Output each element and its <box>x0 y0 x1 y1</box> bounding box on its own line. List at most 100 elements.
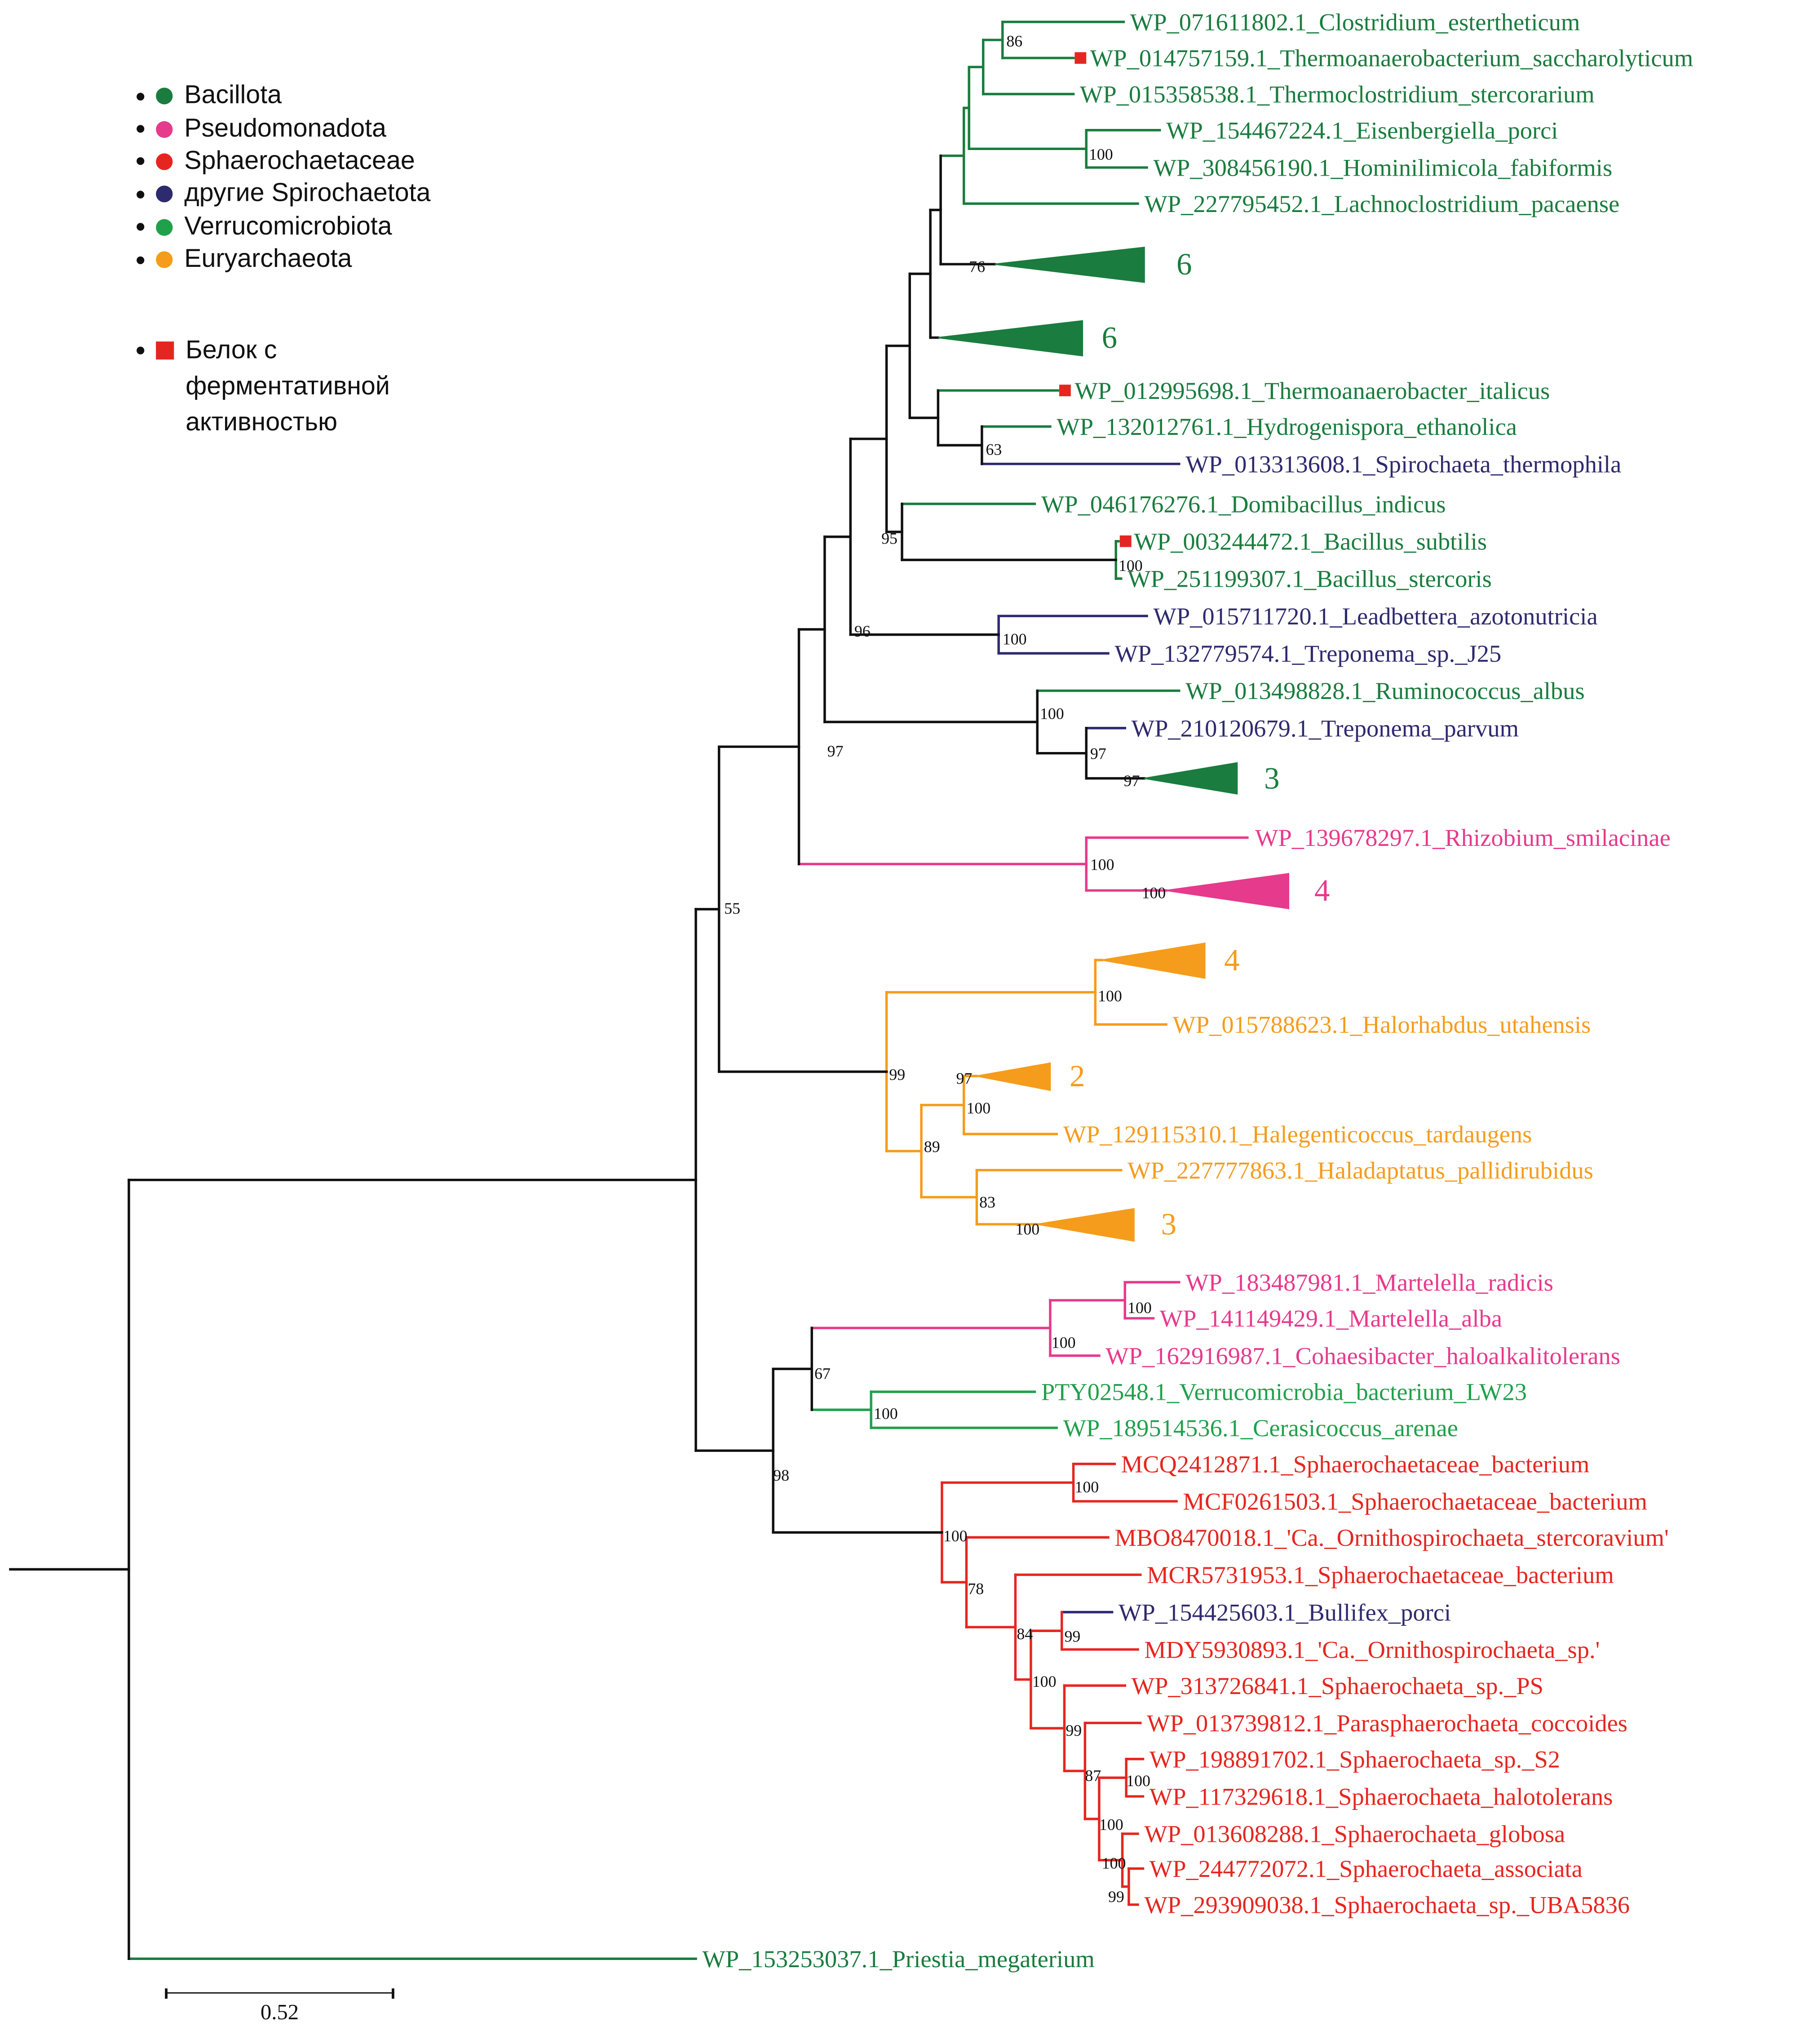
bootstrap-value: 95 <box>881 530 898 548</box>
bootstrap-value: 100 <box>1015 1220 1039 1238</box>
bullet-icon <box>137 125 145 133</box>
enzyme-marker-icon <box>1119 535 1132 547</box>
bootstrap-value: 89 <box>924 1138 940 1156</box>
taxon-label: WP_132012761.1_Hydrogenispora_ethanolica <box>1057 413 1517 440</box>
bootstrap-value: 96 <box>854 622 871 640</box>
taxon-label: WP_308456190.1_Hominilimicola_fabiformis <box>1153 154 1612 181</box>
taxon-label: WP_013313608.1_Spirochaeta_thermophila <box>1185 450 1621 478</box>
enzyme-marker-legend-icon <box>156 341 174 360</box>
taxon-label: WP_015358538.1_Thermoclostridium_stercor… <box>1080 80 1595 108</box>
bootstrap-value: 99 <box>1064 1628 1080 1646</box>
bullet-icon <box>137 158 145 166</box>
bootstrap-value: 98 <box>773 1466 789 1484</box>
bootstrap-value: 100 <box>1003 630 1027 648</box>
collapsed-clade-count: 4 <box>1224 943 1239 977</box>
collapsed-clade-count: 4 <box>1314 873 1330 907</box>
taxon-label: WP_189514536.1_Cerasicoccus_arenae <box>1063 1414 1458 1442</box>
legend-item: Bacillota <box>137 80 430 113</box>
taxonomy-legend: Bacillota Pseudomonadota Sphaerochaetace… <box>137 80 431 276</box>
taxon-label: WP_293909038.1_Sphaerochaeta_sp._UBA5836 <box>1144 1891 1630 1918</box>
bullet-icon <box>137 92 145 100</box>
scale-bar-label: 0.52 <box>260 2000 299 2025</box>
bootstrap-value: 100 <box>1102 1854 1126 1872</box>
legend-item: другие Spirochaetota <box>137 178 431 211</box>
taxon-label: WP_071611802.1_Clostridium_estertheticum <box>1130 8 1580 35</box>
bootstrap-value: 100 <box>1089 146 1113 164</box>
taxon-label: WP_244772072.1_Sphaerochaeta_associata <box>1150 1855 1583 1882</box>
enzyme-legend-text: Белок с ферментативной активностью <box>186 332 390 441</box>
legend-label: Euryarchaeota <box>184 245 352 274</box>
taxon-label: WP_003244472.1_Bacillus_subtilis <box>1134 527 1487 555</box>
legend-color-dot-icon <box>156 120 173 137</box>
taxon-label: WP_154467224.1_Eisenbergiella_porci <box>1166 116 1558 144</box>
bootstrap-value: 78 <box>968 1579 984 1597</box>
taxon-label: WP_117329618.1_Sphaerochaeta_halotoleran… <box>1150 1783 1613 1810</box>
taxon-label: WP_013739812.1_Parasphaerochaeta_coccoid… <box>1147 1709 1627 1737</box>
scale-bar-line <box>165 1988 394 1999</box>
bootstrap-value: 100 <box>1099 1815 1123 1833</box>
legend-item: Verrucomicrobiota <box>137 211 430 243</box>
legend-label: Sphaerochaetaceae <box>184 146 415 176</box>
legend-label: Pseudomonadota <box>184 114 386 143</box>
taxon-label: WP_014757159.1_Thermoanaerobacterium_sac… <box>1090 44 1693 72</box>
taxon-label: MCF0261503.1_Sphaerochaetaceae_bacterium <box>1183 1488 1647 1515</box>
bootstrap-value: 63 <box>986 441 1002 459</box>
bootstrap-value: 97 <box>956 1069 973 1087</box>
collapsed-clade-triangle <box>1101 942 1206 979</box>
bootstrap-value: 99 <box>1108 1888 1124 1906</box>
bootstrap-value: 100 <box>1126 1772 1150 1790</box>
bootstrap-value: 100 <box>1098 987 1122 1005</box>
taxon-label: WP_153253037.1_Priestia_megaterium <box>702 1945 1094 1973</box>
taxon-label: WP_313726841.1_Sphaerochaeta_sp._PS <box>1132 1672 1543 1699</box>
bootstrap-value: 100 <box>1074 1478 1099 1496</box>
enzyme-legend-line: Белок с <box>186 336 277 365</box>
collapsed-clade-triangle <box>1166 873 1290 910</box>
legend-color-dot-icon <box>156 218 173 236</box>
enzyme-activity-legend: Белок с ферментативной активностью <box>137 332 390 441</box>
legend-item: Euryarchaeota <box>137 243 430 276</box>
collapsed-clade-count: 3 <box>1161 1207 1176 1241</box>
bootstrap-value: 97 <box>1090 745 1106 763</box>
taxon-label: WP_046176276.1_Domibacillus_indicus <box>1041 490 1446 518</box>
bootstrap-value: 100 <box>1032 1672 1057 1690</box>
bootstrap-value: 84 <box>1017 1625 1033 1643</box>
taxon-label: WP_183487981.1_Martelella_radicis <box>1185 1269 1553 1296</box>
collapsed-clade-count: 2 <box>1070 1059 1085 1093</box>
scale-bar: 0.52 <box>165 1988 394 2026</box>
legend-label: другие Spirochaetota <box>184 179 431 208</box>
bootstrap-value: 100 <box>1090 855 1114 873</box>
bullet-icon <box>137 223 145 231</box>
bootstrap-value: 100 <box>1052 1334 1076 1352</box>
bootstrap-value: 100 <box>874 1404 898 1422</box>
legend-label: Verrucomicrobiota <box>184 212 392 241</box>
legend-label: Bacillota <box>184 81 282 110</box>
taxon-label: WP_227777863.1_Haladaptatus_pallidirubid… <box>1128 1156 1593 1184</box>
taxon-label: WP_015711720.1_Leadbettera_azotonutricia <box>1153 602 1597 630</box>
taxon-label: WP_154425603.1_Bullifex_porci <box>1119 1598 1451 1626</box>
collapsed-clade-triangle <box>1037 1208 1135 1242</box>
taxon-label: WP_162916987.1_Cohaesibacter_haloalkalit… <box>1105 1342 1620 1369</box>
bootstrap-value: 67 <box>814 1364 831 1382</box>
taxon-label: WP_139678297.1_Rhizobium_smilacinae <box>1255 824 1671 851</box>
bootstrap-value: 99 <box>889 1066 905 1084</box>
legend-item: Pseudomonadota <box>137 113 430 146</box>
collapsed-clade-triangle <box>938 320 1083 357</box>
taxon-label: PTY02548.1_Verrucomicrobia_bacterium_LW2… <box>1041 1378 1527 1406</box>
taxon-label: WP_132779574.1_Treponema_sp._J25 <box>1114 640 1501 667</box>
enzyme-marker-icon <box>1074 52 1087 64</box>
taxon-label: MCQ2412871.1_Sphaerochaetaceae_bacterium <box>1121 1450 1590 1478</box>
bootstrap-value: 100 <box>966 1099 990 1117</box>
collapsed-clade-count: 6 <box>1102 321 1117 355</box>
collapsed-clade-triangle <box>1144 762 1238 795</box>
taxon-label: WP_141149429.1_Martelella_alba <box>1160 1305 1502 1332</box>
taxon-label: WP_015788623.1_Halorhabdus_utahensis <box>1172 1011 1591 1038</box>
bootstrap-value: 97 <box>1123 772 1140 790</box>
legend-color-dot-icon <box>156 186 173 203</box>
bullet-icon <box>137 190 145 199</box>
collapsed-clade-triangle <box>995 247 1145 283</box>
bullet-icon <box>137 256 145 264</box>
bootstrap-value: 97 <box>827 742 844 760</box>
taxon-label: WP_227795452.1_Lachnoclostridium_pacaens… <box>1144 190 1619 217</box>
taxon-label: WP_129115310.1_Halegenticoccus_tardaugen… <box>1063 1120 1532 1148</box>
